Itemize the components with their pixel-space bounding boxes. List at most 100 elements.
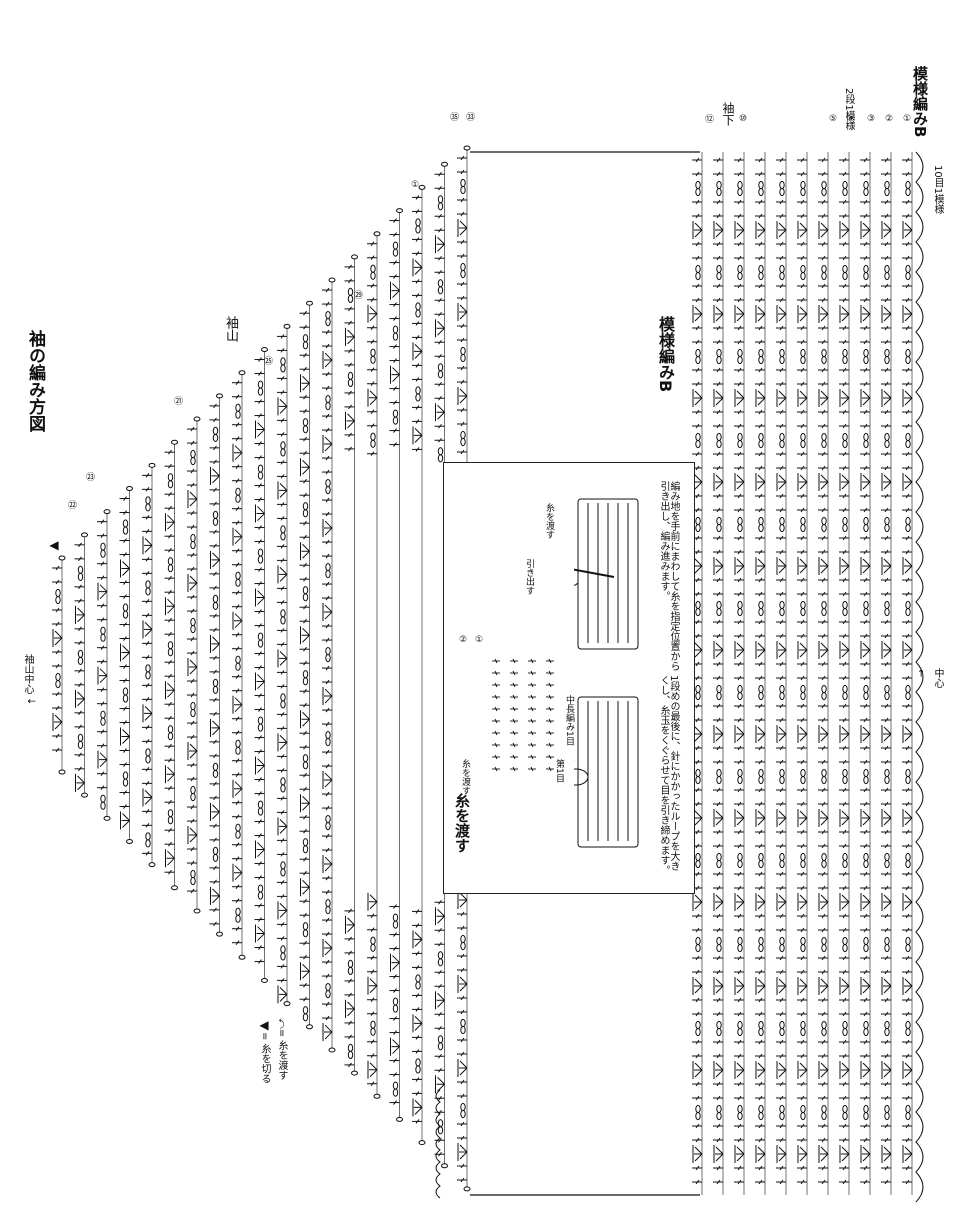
post-bar bbox=[779, 367, 784, 373]
post-bar bbox=[348, 320, 352, 326]
post-bar bbox=[213, 529, 217, 535]
post-bar bbox=[168, 673, 172, 679]
post-bar bbox=[213, 487, 217, 493]
chain-stitch bbox=[167, 732, 174, 741]
fan-stitch bbox=[211, 804, 220, 820]
chain-stitch bbox=[325, 982, 331, 992]
fan-stitch bbox=[234, 529, 243, 545]
post-bar bbox=[716, 507, 721, 513]
post-bar bbox=[716, 535, 721, 541]
post-bar bbox=[393, 1072, 397, 1077]
post-bar bbox=[438, 171, 442, 177]
chain-stitch bbox=[863, 607, 869, 617]
post-bar bbox=[842, 535, 847, 541]
post-bar bbox=[737, 255, 742, 261]
post-bar bbox=[716, 157, 721, 163]
chain-stitch bbox=[392, 325, 399, 334]
post-bar bbox=[821, 1011, 826, 1017]
mini-post-bar bbox=[512, 766, 516, 772]
chain-stitch bbox=[437, 370, 444, 379]
post-bar bbox=[303, 478, 307, 484]
post-bar bbox=[884, 591, 889, 597]
post-bar bbox=[100, 687, 105, 692]
chain-stitch bbox=[437, 363, 444, 372]
post-bar bbox=[460, 1163, 465, 1169]
post-bar bbox=[905, 703, 910, 709]
post-bar bbox=[695, 1011, 700, 1017]
chain-stitch bbox=[863, 1027, 869, 1037]
post-bar bbox=[213, 627, 217, 633]
post-bar bbox=[884, 381, 889, 387]
fan-stitch bbox=[694, 306, 703, 322]
post-bar bbox=[235, 940, 240, 946]
chain-stitch bbox=[167, 564, 174, 573]
post-bar bbox=[438, 1151, 442, 1157]
post-bar bbox=[758, 1137, 763, 1143]
chain-stitch bbox=[779, 180, 785, 190]
chain-stitch bbox=[800, 691, 806, 701]
post-bar bbox=[258, 945, 262, 950]
post-bar bbox=[863, 703, 868, 709]
post-bar bbox=[325, 427, 330, 433]
post-bar bbox=[78, 542, 82, 548]
row-marker-21: ㉑ bbox=[172, 396, 182, 405]
row-marker-29: ㉙ bbox=[352, 290, 362, 299]
post-bar bbox=[325, 847, 330, 853]
post-bar bbox=[758, 255, 763, 261]
chain-stitch bbox=[758, 775, 764, 785]
mini-post-bar bbox=[494, 766, 498, 772]
post-bar bbox=[779, 1179, 784, 1185]
chain-stitch bbox=[122, 694, 129, 703]
chain-stitch bbox=[716, 187, 722, 197]
chain-stitch bbox=[122, 519, 129, 528]
chain-stitch bbox=[257, 632, 264, 641]
chain-stitch bbox=[800, 271, 806, 281]
inset-mini-chart bbox=[492, 658, 554, 772]
chain-stitch bbox=[758, 943, 764, 953]
post-bar bbox=[737, 409, 742, 415]
cap-edge-loop bbox=[373, 1093, 381, 1099]
fan-stitch bbox=[211, 720, 220, 736]
chain-stitch bbox=[884, 523, 890, 533]
post-bar bbox=[235, 898, 240, 904]
post-bar bbox=[716, 577, 721, 583]
mini-post-bar bbox=[494, 730, 498, 736]
chain-stitch bbox=[235, 494, 241, 503]
fan-stitch bbox=[256, 590, 265, 605]
chain-stitch bbox=[842, 1020, 848, 1030]
fan-stitch bbox=[883, 222, 892, 238]
post-bar bbox=[213, 655, 217, 661]
post-bar bbox=[863, 507, 868, 513]
post-bar bbox=[821, 535, 826, 541]
post-bar bbox=[758, 465, 763, 471]
fan-stitch bbox=[757, 1062, 766, 1078]
fan-stitch bbox=[736, 978, 745, 994]
post-bar bbox=[190, 566, 195, 572]
chain-stitch bbox=[325, 653, 331, 663]
chain-stitch bbox=[800, 859, 806, 869]
post-bar bbox=[737, 157, 742, 163]
chain-stitch bbox=[415, 1058, 421, 1067]
post-bar bbox=[716, 549, 721, 555]
post-bar bbox=[884, 675, 889, 681]
post-bar bbox=[78, 598, 82, 604]
row-marker-1b: ① bbox=[902, 114, 912, 124]
post-bar bbox=[842, 829, 847, 835]
post-bar bbox=[100, 617, 105, 622]
post-bar bbox=[695, 997, 700, 1003]
post-bar bbox=[884, 255, 889, 261]
chain-stitch bbox=[212, 846, 219, 855]
fan-stitch bbox=[820, 390, 829, 406]
post-bar bbox=[800, 1095, 805, 1101]
post-bar bbox=[695, 913, 700, 919]
chain-stitch bbox=[842, 516, 848, 526]
post-bar bbox=[168, 589, 172, 595]
fan-stitch bbox=[211, 552, 220, 568]
chain-stitch bbox=[257, 387, 264, 396]
post-bar bbox=[779, 451, 784, 457]
mini-post-bar bbox=[512, 742, 516, 748]
post-bar bbox=[842, 325, 847, 331]
chain-stitch bbox=[212, 517, 219, 526]
post-bar bbox=[905, 675, 910, 681]
chain-stitch bbox=[863, 432, 869, 442]
